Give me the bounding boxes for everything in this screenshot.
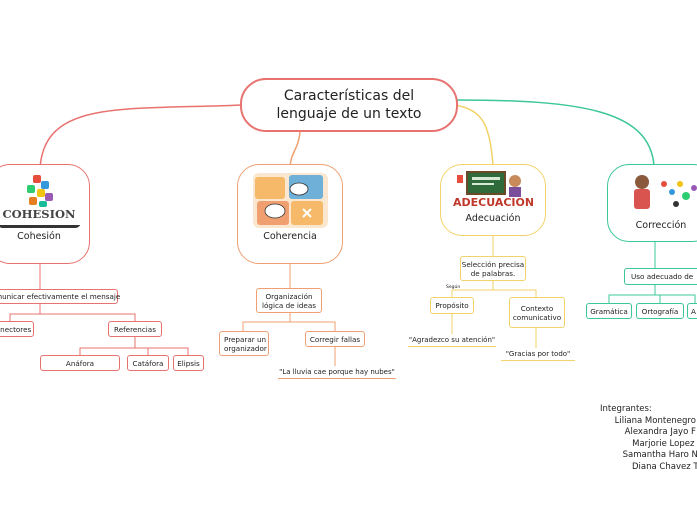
topic-correccion-label: Corrección	[635, 220, 687, 231]
credit-name-3: Marjorie Lopez	[632, 438, 695, 449]
root-title-line2: lenguaje de un texto	[276, 106, 422, 122]
topic-coherencia-label: Coherencia	[263, 231, 317, 242]
example-lluvia[interactable]: "La lluvia cae porque hay nubes"	[278, 368, 396, 379]
credit-name-1: Liliana Montenegro	[614, 415, 696, 426]
correccion-image	[620, 170, 697, 220]
credits-block: Integrantes: Liliana Montenegro Alexandr…	[600, 404, 697, 474]
node-ortografia[interactable]: Ortografía	[636, 303, 684, 319]
topic-correccion[interactable]: Corrección	[607, 164, 697, 242]
node-seleccion-palabras[interactable]: Selección precisa de palabras.	[460, 256, 526, 281]
example-agradezco[interactable]: "Agradezco su atención"	[408, 336, 496, 347]
topic-cohesion-label: Cohesión	[17, 231, 61, 242]
node-gramatica[interactable]: Gramática	[586, 303, 632, 319]
adecuacion-image: ADECUACION	[453, 169, 533, 213]
node-comunicar-mensaje[interactable]: Comunicar efectivamente el mensaje	[0, 289, 120, 304]
credits-title: Integrantes:	[600, 404, 652, 414]
node-elipsis[interactable]: Elipsis	[173, 355, 204, 371]
node-contexto-comunicativo[interactable]: Contexto comunicativo	[509, 297, 565, 328]
node-organizacion-line1: Organización	[265, 291, 313, 301]
topic-adecuacion-label: Adecuación	[465, 213, 521, 224]
example-gracias[interactable]: "Gracias por todo"	[501, 350, 575, 361]
node-referencias[interactable]: Referencias	[108, 321, 162, 337]
node-preparar-organizador[interactable]: Preparar un organizador	[219, 331, 269, 356]
label-segun: Según	[446, 285, 461, 290]
node-organizacion-logica[interactable]: Organización lógica de ideas	[256, 288, 322, 313]
node-anafora[interactable]: Anáfora	[40, 355, 120, 371]
node-seleccion-line2: de palabras.	[470, 268, 516, 278]
root-topic[interactable]: Características del lenguaje de un texto	[240, 78, 458, 132]
node-corregir-fallas[interactable]: Corregir fallas	[305, 331, 365, 347]
node-catafora[interactable]: Catáfora	[127, 355, 169, 371]
adecuacion-image-text: ADECUACION	[453, 196, 533, 209]
node-uso-adecuado[interactable]: Uso adecuado de	[624, 268, 697, 285]
node-preparar-line1: Preparar un	[224, 334, 267, 344]
topic-coherencia[interactable]: Coherencia	[237, 164, 343, 264]
cohesion-image: COHESION	[0, 173, 81, 228]
node-preparar-line2: organizador	[224, 343, 267, 353]
credit-name-5: Diana Chavez T	[632, 461, 697, 472]
node-proposito[interactable]: Propósito	[430, 297, 474, 314]
credit-name-2: Alexandra Jayo F	[624, 427, 696, 438]
node-acentuacion-cut[interactable]: A	[687, 303, 697, 319]
node-contexto-line2: comunicativo	[512, 312, 562, 322]
node-organizacion-line2: lógica de ideas	[262, 300, 316, 310]
node-conectores[interactable]: Conectores	[0, 321, 34, 337]
node-seleccion-line1: Selección precisa	[461, 259, 525, 269]
credit-name-4: Samantha Haro N	[622, 450, 697, 461]
node-contexto-line1: Contexto	[520, 303, 554, 313]
coherencia-image	[252, 173, 328, 228]
topic-adecuacion[interactable]: ADECUACION Adecuación	[440, 164, 546, 236]
cohesion-image-text: COHESION	[2, 207, 76, 221]
topic-cohesion[interactable]: COHESION Cohesión	[0, 164, 90, 264]
root-title-line1: Características del	[283, 88, 415, 104]
